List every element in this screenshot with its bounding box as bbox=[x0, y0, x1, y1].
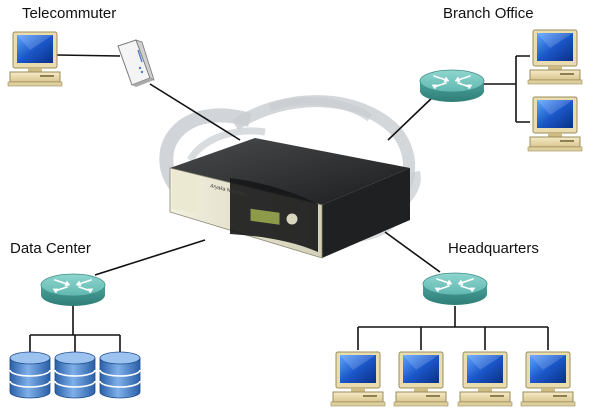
desktop-computer-icon bbox=[457, 351, 513, 407]
database-icon bbox=[9, 351, 51, 399]
router-icon bbox=[419, 69, 485, 103]
database-1 bbox=[9, 351, 51, 399]
telecommuter-computer bbox=[7, 31, 63, 87]
headquarters-router bbox=[422, 272, 488, 306]
network-links bbox=[29, 54, 549, 355]
data-center-label: Data Center bbox=[10, 240, 91, 257]
router-icon bbox=[422, 272, 488, 306]
branch-router bbox=[419, 69, 485, 103]
wireless-modem-icon bbox=[117, 39, 155, 87]
telecommuter-label: Telecommuter bbox=[22, 5, 117, 22]
desktop-computer-icon bbox=[520, 351, 576, 407]
link-branch bbox=[387, 94, 436, 141]
hq-computer-1 bbox=[330, 351, 386, 407]
link-headquarters bbox=[384, 231, 441, 273]
link-modem-appliance bbox=[149, 83, 241, 141]
branch-computer-2 bbox=[527, 96, 583, 152]
hq-computer-2 bbox=[393, 351, 449, 407]
desktop-computer-icon bbox=[527, 96, 583, 152]
database-icon bbox=[99, 351, 141, 399]
link-datacenter bbox=[94, 239, 206, 276]
datacenter-router bbox=[40, 273, 106, 307]
database-icon bbox=[54, 351, 96, 399]
link-branch-lan bbox=[480, 55, 530, 123]
link-hq-lan bbox=[357, 306, 549, 350]
database-3 bbox=[99, 351, 141, 399]
desktop-computer-icon bbox=[527, 29, 583, 85]
router-icon bbox=[40, 273, 106, 307]
link-datacenter-lan bbox=[29, 302, 121, 355]
desktop-computer-icon bbox=[330, 351, 386, 407]
link-telecommuter bbox=[56, 54, 121, 57]
hq-computer-4 bbox=[520, 351, 576, 407]
database-2 bbox=[54, 351, 96, 399]
desktop-computer-icon bbox=[7, 31, 63, 87]
desktop-computer-icon bbox=[393, 351, 449, 407]
branch-office-label: Branch Office bbox=[443, 5, 534, 22]
headquarters-label: Headquarters bbox=[448, 240, 539, 257]
hq-computer-3 bbox=[457, 351, 513, 407]
branch-computer-1 bbox=[527, 29, 583, 85]
wan-appliance-icon: Aryaka Networks bbox=[169, 138, 410, 259]
